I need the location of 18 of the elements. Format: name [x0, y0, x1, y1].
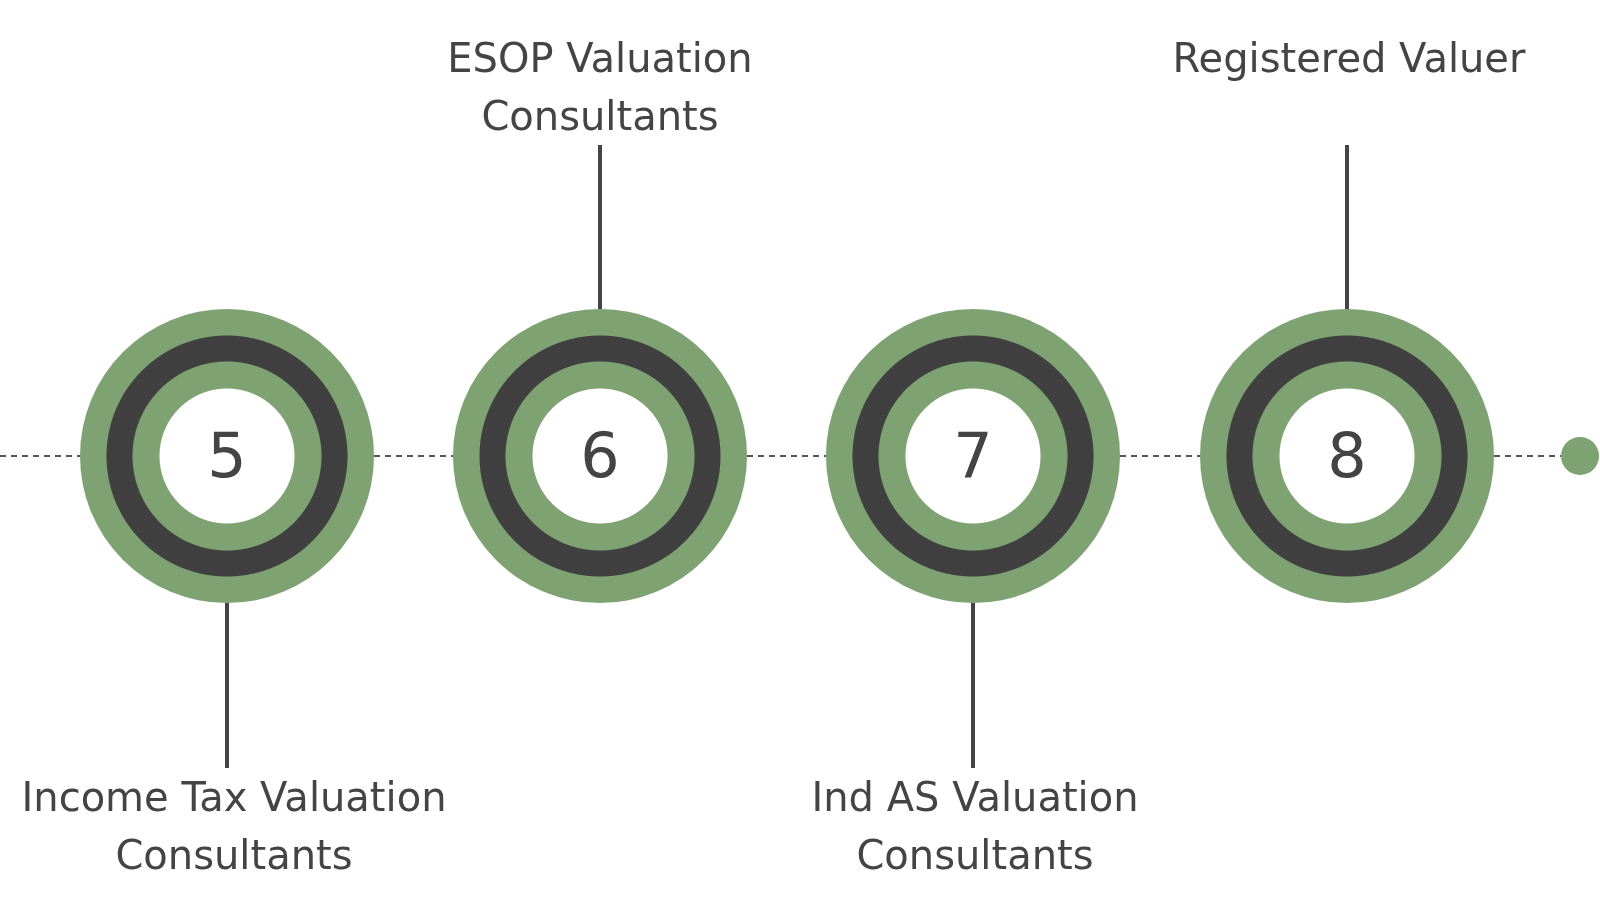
- step-number: 5: [207, 425, 247, 487]
- dashed-line: [0, 455, 81, 457]
- dashed-line: [1493, 455, 1562, 457]
- step-label: Registered Valuer: [1119, 29, 1579, 145]
- dashed-line: [746, 455, 827, 457]
- connector-line: [225, 603, 229, 768]
- connector-line: [1345, 145, 1349, 309]
- step-number: 8: [1327, 425, 1367, 487]
- step-label: Ind AS Valuation Consultants: [745, 768, 1205, 884]
- dashed-line: [1119, 455, 1201, 457]
- connector-line: [971, 603, 975, 768]
- end-dot: [1561, 437, 1599, 475]
- step-number: 7: [953, 425, 993, 487]
- connector-line: [598, 145, 602, 309]
- step-label: Income Tax Valuation Consultants: [4, 768, 464, 884]
- step-number: 6: [580, 425, 620, 487]
- dashed-line: [373, 455, 454, 457]
- step-label: ESOP Valuation Consultants: [370, 29, 830, 145]
